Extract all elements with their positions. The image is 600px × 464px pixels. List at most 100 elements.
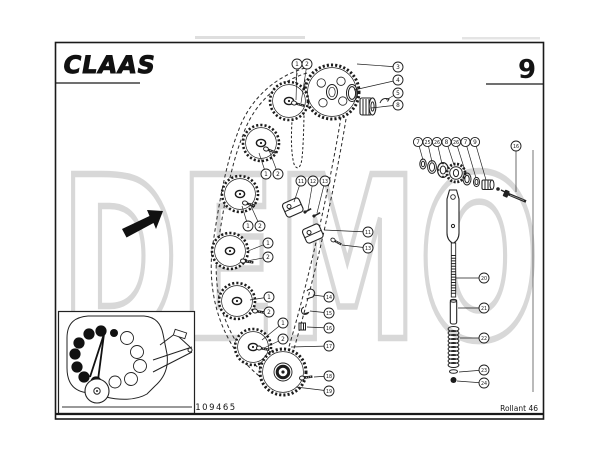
svg-text:16: 16 [513,144,519,150]
svg-text:20: 20 [481,276,487,282]
callout-1: 1 [258,152,272,180]
svg-text:15: 15 [326,311,332,317]
footer: 109465 Rollant 46 [55,403,544,416]
svg-text:9: 9 [473,140,477,146]
doc-number: 109465 [195,403,236,413]
cotter-pin-part [379,98,390,104]
direction-arrow-icon [122,210,163,238]
svg-text:1: 1 [246,224,250,230]
svg-text:26: 26 [434,140,440,146]
tension-rod-assembly [446,189,460,383]
callout-12: 12 [307,175,319,211]
svg-text:4: 4 [396,78,400,84]
svg-text:12: 12 [310,179,316,185]
header: CLAAS 9 [55,51,544,85]
svg-text:18: 18 [326,374,332,380]
svg-text:2: 2 [305,62,309,68]
roller-ring [69,325,147,389]
sprocket [217,281,257,321]
svg-text:2: 2 [267,310,271,316]
clip-part [306,288,316,300]
svg-text:14: 14 [326,295,332,301]
svg-text:19: 19 [326,389,332,395]
svg-text:8: 8 [396,103,400,109]
scan-smudge [195,36,305,39]
callout-2: 2 [246,251,274,263]
hanging-chain-loop [290,72,306,169]
svg-text:16: 16 [326,326,332,332]
callout-24: 24 [456,377,490,389]
svg-text:7: 7 [416,140,420,146]
callout-1: 1 [247,237,274,252]
svg-text:1: 1 [264,172,268,178]
svg-text:8: 8 [445,140,449,146]
callout-11: 11 [323,226,374,238]
clip-part [300,306,310,315]
callout-18: 18 [313,370,335,382]
callout-11: 11 [293,175,307,203]
svg-text:1: 1 [281,321,285,327]
callout-20: 20 [456,272,490,284]
svg-text:13: 13 [365,246,371,252]
callout-19: 19 [295,385,335,397]
callout-2: 2 [263,333,289,349]
svg-text:26: 26 [453,140,459,146]
svg-text:17: 17 [326,344,332,350]
callout-4: 4 [353,74,404,91]
svg-text:1: 1 [295,62,299,68]
callout-15: 15 [309,307,335,319]
scan-smudge [462,37,540,40]
callout-13: 13 [341,242,374,254]
callout-22: 22 [460,332,490,344]
callout-21: 21 [458,302,490,314]
callout-17: 17 [290,340,335,352]
drawbar-hitch [152,328,193,373]
callout-2: 2 [268,149,284,180]
brand-logo: CLAAS [61,51,158,79]
sprocket [233,327,273,367]
svg-text:2: 2 [266,255,270,261]
callout-7: 7 [460,136,477,179]
svg-text:1: 1 [266,241,270,247]
page-number: 9 [518,55,536,85]
tensioner-block [301,223,324,244]
svg-text:23: 23 [481,368,487,374]
baler-body-outline [66,315,168,400]
callout-8: 8 [370,99,404,111]
callout-1: 1 [261,317,289,341]
clip-part [298,322,306,331]
svg-text:7: 7 [464,140,468,146]
wheel [84,378,110,404]
callout-8: 8 [441,136,455,166]
callout-23: 23 [458,364,490,376]
svg-text:11: 11 [298,179,304,185]
svg-text:2: 2 [258,224,262,230]
svg-text:22: 22 [481,336,487,342]
exploded-parts [239,84,534,392]
callout-9: 9 [469,136,487,181]
callout-1: 1 [291,58,303,101]
callout-2: 2 [258,306,275,318]
callout-2: 2 [300,58,313,104]
o-ring-part [346,84,358,102]
sprocket [268,80,310,122]
sprocket [220,174,260,214]
svg-text:2: 2 [276,172,280,178]
tensioner-block [281,197,304,218]
callout-5: 5 [385,87,404,101]
model-name: Rollant 46 [500,404,538,413]
callout-2: 2 [249,203,266,232]
machine-location-thumbnail [57,310,196,415]
callout-1: 1 [241,205,254,232]
svg-text:13: 13 [322,179,328,185]
sprocket [241,123,281,163]
spring-part [447,326,460,368]
callout-16: 16 [306,322,335,334]
callout-16: 16 [510,140,522,192]
bushing-part [359,97,377,116]
callout-1: 1 [249,291,275,303]
belt-line [89,333,105,378]
svg-text:24: 24 [481,381,487,387]
